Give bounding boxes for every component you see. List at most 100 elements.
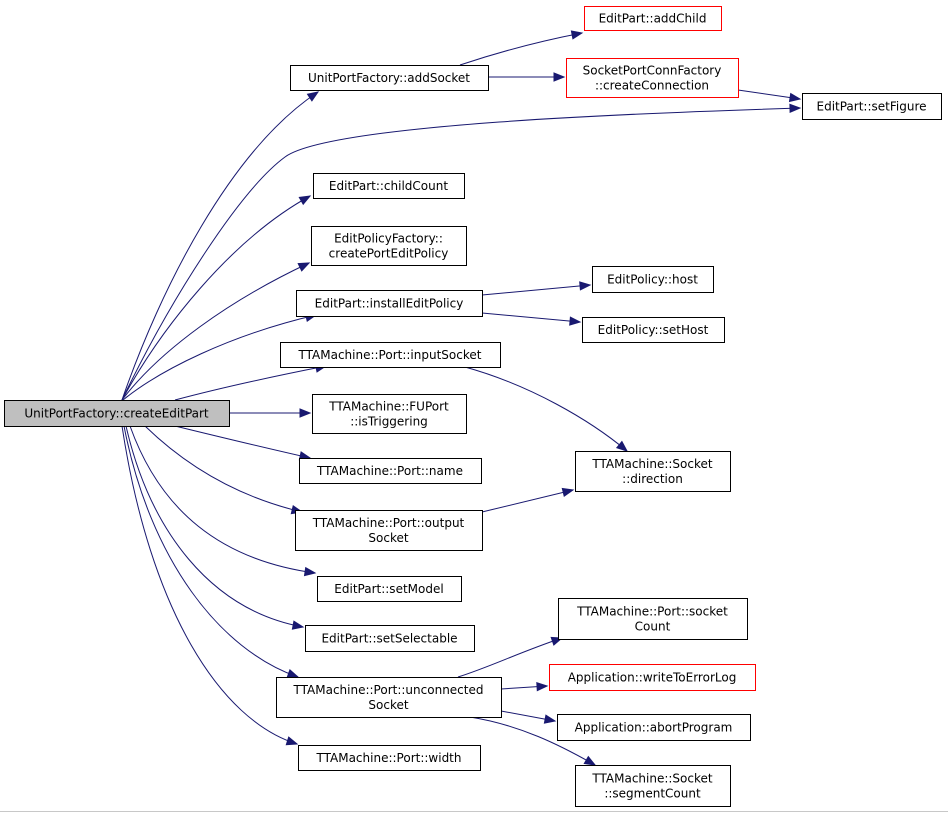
node-label: ::createConnection: [595, 79, 709, 93]
edge-line: [464, 366, 628, 452]
node-box: [558, 598, 748, 640]
arrowhead: [297, 262, 311, 272]
nodes-layer: UnitPortFactory::createEditPart UnitPortF…: [4, 6, 942, 807]
node-box: [312, 394, 467, 434]
node-label: UnitPortFactory::addSocket: [308, 71, 470, 85]
bottom-divider: [0, 811, 948, 812]
node-child-count[interactable]: EditPart::childCount: [313, 173, 465, 199]
node-add-child[interactable]: EditPart::addChild: [584, 6, 722, 31]
arrowhead: [285, 736, 299, 746]
edge-root-to-name: [174, 425, 312, 461]
node-label: EditPolicy::host: [607, 273, 698, 287]
node-label: EditPolicyFactory::: [334, 232, 443, 246]
edge-unconnectedSocket-to-writeToErrorLog: [500, 681, 549, 692]
node-label: ::isTriggering: [350, 415, 428, 429]
node-label: EditPart::setModel: [334, 582, 443, 596]
node-width[interactable]: TTAMachine::Port::width: [298, 745, 481, 771]
node-abort-program[interactable]: Application::abortProgram: [557, 714, 751, 741]
edge-unconnectedSocket-to-abortProgram: [500, 710, 557, 724]
node-box: [296, 290, 483, 317]
node-label: TTAMachine::Port::width: [316, 751, 462, 765]
node-is-triggering[interactable]: TTAMachine::FUPort::isTriggering: [312, 394, 467, 434]
edge-root-to-childCount: [121, 195, 312, 401]
node-box: [566, 58, 739, 98]
node-box: [4, 400, 230, 427]
node-label: SocketPortConnFactory: [583, 64, 722, 78]
node-label: EditPart::addChild: [599, 12, 707, 26]
arrowhead: [291, 620, 305, 630]
node-set-selectable[interactable]: EditPart::setSelectable: [305, 625, 475, 652]
edge-root-to-outputSocket: [144, 425, 304, 515]
node-label: EditPart::installEditPolicy: [315, 297, 464, 311]
node-host[interactable]: EditPolicy::host: [592, 266, 714, 293]
edge-addSocket-to-createConnection: [488, 72, 566, 82]
edge-line: [121, 107, 801, 401]
node-label: EditPart::setFigure: [817, 100, 927, 114]
node-segment-count[interactable]: TTAMachine::Socket::segmentCount: [575, 765, 731, 807]
node-box: [592, 266, 714, 293]
edge-root-to-unconnectedSocket: [123, 425, 300, 678]
node-set-figure[interactable]: EditPart::setFigure: [802, 93, 942, 120]
edges-layer: [121, 30, 802, 766]
node-label: TTAMachine::Socket: [591, 772, 713, 786]
node-input-socket[interactable]: TTAMachine::Port::inputSocket: [280, 342, 501, 368]
edge-line: [469, 716, 596, 766]
node-label: TTAMachine::Port::socket: [576, 605, 728, 619]
node-box: [575, 765, 731, 807]
edge-line: [174, 365, 327, 401]
node-name[interactable]: TTAMachine::Port::name: [299, 458, 482, 484]
edge-inputSocket-to-direction: [464, 366, 629, 452]
edge-root-to-addSocket: [121, 91, 320, 401]
node-label: TTAMachine::Port::inputSocket: [298, 348, 482, 362]
edge-line: [129, 425, 316, 574]
node-create-port-edit-policy[interactable]: EditPolicyFactory::createPortEditPolicy: [311, 226, 467, 266]
node-box: [295, 510, 483, 551]
node-set-host[interactable]: EditPolicy::setHost: [582, 317, 725, 343]
node-box: [299, 458, 482, 484]
node-install-edit-policy[interactable]: EditPart::installEditPolicy: [296, 290, 483, 317]
arrowhead: [303, 566, 317, 577]
node-box: [290, 65, 489, 91]
node-box: [549, 664, 756, 691]
edge-root-to-isTriggering: [229, 408, 312, 418]
edge-root-to-setModel: [129, 425, 317, 577]
node-set-model[interactable]: EditPart::setModel: [317, 576, 462, 602]
node-label: Application::abortProgram: [575, 721, 733, 735]
edge-line: [121, 262, 310, 401]
edge-line: [121, 195, 311, 401]
arrowhead: [583, 755, 597, 766]
node-box: [557, 714, 751, 741]
node-box: [280, 342, 501, 368]
edge-createConnection-to-setFigure: [737, 89, 802, 103]
edge-root-to-width: [121, 425, 299, 746]
node-add-socket[interactable]: UnitPortFactory::addSocket: [290, 65, 489, 91]
arrowhead: [298, 195, 312, 206]
node-label: TTAMachine::Port::name: [316, 464, 463, 478]
edge-line: [481, 489, 574, 513]
node-label: Socket: [368, 531, 408, 545]
edge-line: [481, 284, 591, 296]
node-box: [305, 625, 475, 652]
node-label: EditPart::setSelectable: [321, 632, 457, 646]
node-label: ::direction: [622, 472, 683, 486]
node-write-to-error-log[interactable]: Application::writeToErrorLog: [549, 664, 756, 691]
node-label: Application::writeToErrorLog: [568, 671, 737, 685]
node-direction[interactable]: TTAMachine::Socket::direction: [575, 451, 731, 492]
edge-unconnectedSocket-to-segmentCount: [469, 716, 597, 766]
edge-root-to-createPortEditPolicy: [121, 262, 311, 401]
arrowhead: [553, 72, 566, 82]
node-box: [313, 173, 465, 199]
edge-line: [144, 425, 303, 513]
edge-installEditPolicy-to-setHost: [481, 312, 582, 326]
node-create-connection[interactable]: SocketPortConnFactory::createConnection: [566, 58, 739, 98]
edge-installEditPolicy-to-host: [481, 281, 592, 296]
node-label: Socket: [368, 698, 408, 712]
node-root[interactable]: UnitPortFactory::createEditPart: [4, 400, 230, 427]
edge-line: [121, 425, 298, 745]
node-label: EditPart::childCount: [329, 179, 448, 193]
edge-addSocket-to-addChild: [459, 30, 584, 66]
